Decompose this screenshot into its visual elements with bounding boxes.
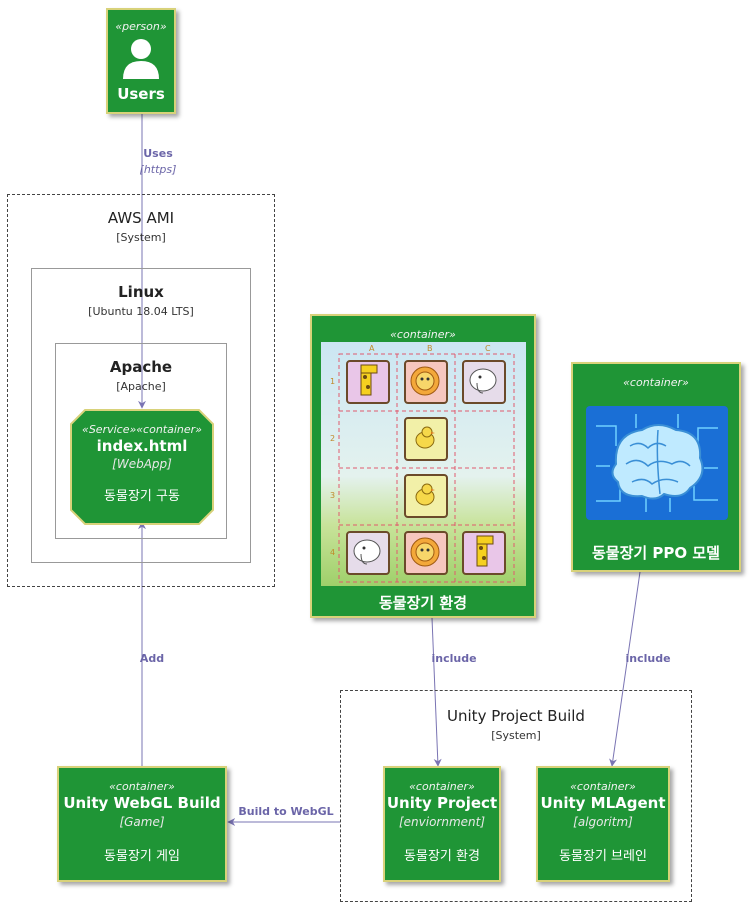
webgl-stereotype: «container» <box>109 780 175 793</box>
lion-piece-icon[interactable] <box>404 360 448 404</box>
game-board: A B C 1 2 3 4 <box>321 342 526 586</box>
webgl-tech: [Game] <box>119 815 165 829</box>
unity-project-stereotype: «container» <box>409 780 475 793</box>
giraffe-piece-icon[interactable] <box>346 360 390 404</box>
ppo-stereotype: «container» <box>623 376 689 389</box>
mlagent-container[interactable]: «container» Unity MLAgent [algoritm] 동물장… <box>536 766 670 882</box>
include2-label: include <box>625 652 671 665</box>
linux-boundary: Linux [Ubuntu 18.04 LTS] <box>31 268 251 563</box>
elephant-piece-icon[interactable] <box>346 531 390 575</box>
index-stereotype: «Service»«container» <box>82 423 202 436</box>
env-title: 동물장기 환경 <box>378 594 468 612</box>
users-name: Users <box>117 85 165 103</box>
apache-subtitle: [Apache] <box>116 380 166 393</box>
elephant-piece-icon[interactable] <box>462 360 506 404</box>
uses-tech: [https] <box>139 163 177 176</box>
index-title: index.html <box>96 437 188 455</box>
index-tech: [WebApp] <box>112 457 172 471</box>
board-row-label: 3 <box>330 491 335 500</box>
users-stereotype: «person» <box>115 20 167 33</box>
unity-project-desc: 동물장기 환경 <box>404 849 480 864</box>
mlagent-stereotype: «container» <box>570 780 636 793</box>
env-stereotype: «container» <box>390 328 456 341</box>
board-row-label: 2 <box>330 434 335 443</box>
linux-title: Linux <box>118 283 164 301</box>
board-col-label: C <box>485 344 491 353</box>
mlagent-desc: 동물장기 브레인 <box>559 849 647 864</box>
board-row-label: 1 <box>330 377 335 386</box>
chick-piece-icon[interactable] <box>404 417 448 461</box>
aws-subtitle: [System] <box>116 231 166 244</box>
board-pieces: A B C 1 2 3 4 <box>330 344 506 575</box>
board-col-label: A <box>369 344 375 353</box>
apache-boundary: Apache [Apache] <box>55 343 227 539</box>
add-label: Add <box>139 652 165 665</box>
board-col-label: B <box>427 344 433 353</box>
lion-piece-icon[interactable] <box>404 531 448 575</box>
giraffe-piece-icon[interactable] <box>462 531 506 575</box>
users-person[interactable]: «person» Users <box>106 8 176 114</box>
aws-title: AWS AMI <box>107 209 175 227</box>
index-desc: 동물장기 구동 <box>104 489 180 504</box>
apache-title: Apache <box>109 358 173 376</box>
aws-boundary: AWS AMI [System] <box>7 194 275 587</box>
board-row-label: 4 <box>330 548 335 557</box>
uses-label: Uses <box>143 147 173 160</box>
webgl-title: Unity WebGL Build <box>63 794 221 812</box>
board-grid <box>338 353 515 583</box>
index-shape <box>70 409 214 525</box>
ppo-title: 동물장기 PPO 모델 <box>592 544 720 562</box>
linux-subtitle: [Ubuntu 18.04 LTS] <box>88 305 194 318</box>
webgl-container[interactable]: «container» Unity WebGL Build [Game] 동물장… <box>57 766 227 882</box>
unity-build-title: Unity Project Build <box>447 707 585 725</box>
person-icon <box>123 39 159 79</box>
build-to-webgl-label: Build to WebGL <box>238 805 334 818</box>
include1-label: include <box>431 652 477 665</box>
index-container[interactable]: «Service»«container» index.html [WebApp]… <box>69 408 215 526</box>
unity-build-subtitle: [System] <box>491 729 541 742</box>
ppo-container[interactable]: «container» 동물장기 PPO 모델 <box>571 362 741 572</box>
unity-project-container[interactable]: «container» Unity Project [enviornment] … <box>383 766 501 882</box>
include1-arrow <box>431 617 442 767</box>
chick-piece-icon[interactable] <box>404 474 448 518</box>
unity-project-tech: [enviornment] <box>398 815 486 829</box>
brain-icon <box>586 406 728 520</box>
webgl-desc: 동물장기 게임 <box>104 849 180 864</box>
unity-project-title: Unity Project <box>386 794 498 812</box>
include2-arrow <box>609 571 641 767</box>
env-container[interactable]: «container» A B C 1 2 3 4 동물장기 환경 <box>310 314 536 618</box>
unity-build-boundary: Unity Project Build [System] <box>340 690 692 902</box>
mlagent-title: Unity MLAgent <box>540 794 666 812</box>
mlagent-tech: [algoritm] <box>573 815 633 829</box>
